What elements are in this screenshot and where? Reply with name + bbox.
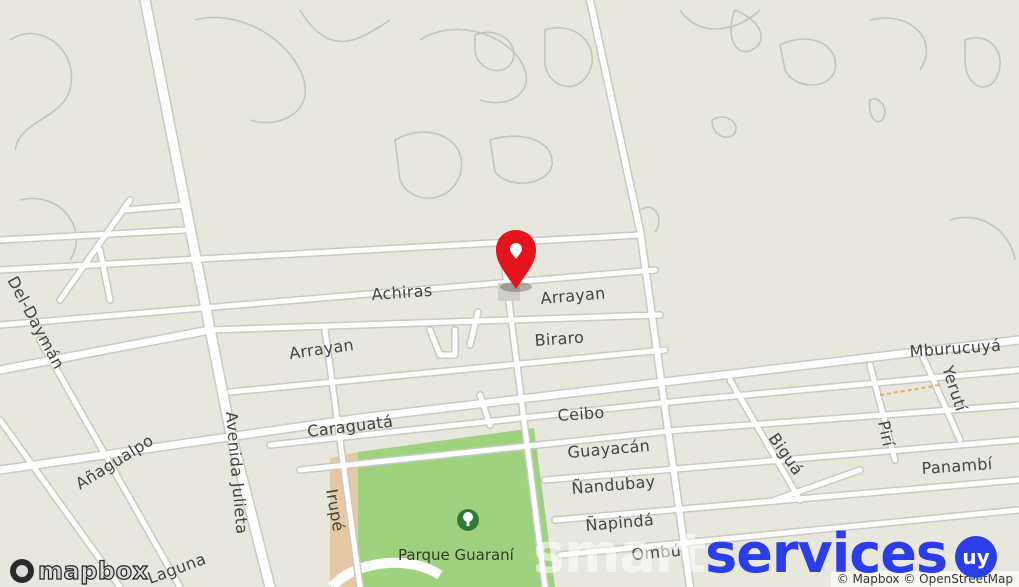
tree-icon <box>457 509 479 531</box>
street-label-ombu: Ombú <box>631 541 682 564</box>
park-poi[interactable]: Parque Guaraní <box>398 509 515 564</box>
terrain-contours <box>9 8 1016 261</box>
street-label-achiras: Achiras <box>371 281 433 304</box>
street-label-panambi: Panambí <box>921 454 993 478</box>
brand-watermark: smart services uy <box>533 527 997 581</box>
park-path <box>328 557 443 587</box>
mapbox-logo-text: mapbox <box>37 556 149 585</box>
street-label-ceibo: Ceibo <box>557 403 605 425</box>
sand-area <box>330 452 358 587</box>
mapbox-logo-icon <box>10 559 34 583</box>
park-label: Parque Guaraní <box>398 546 515 564</box>
street-label-biraro: Biraro <box>534 328 585 350</box>
brand-text-services: services <box>705 522 948 585</box>
brand-badge: uy <box>955 536 997 578</box>
park-area[interactable] <box>358 428 555 587</box>
location-pin-icon[interactable] <box>496 230 536 292</box>
mapbox-logo[interactable]: mapbox <box>10 556 149 586</box>
brand-text-smart: smart <box>532 522 706 585</box>
building <box>498 283 520 301</box>
